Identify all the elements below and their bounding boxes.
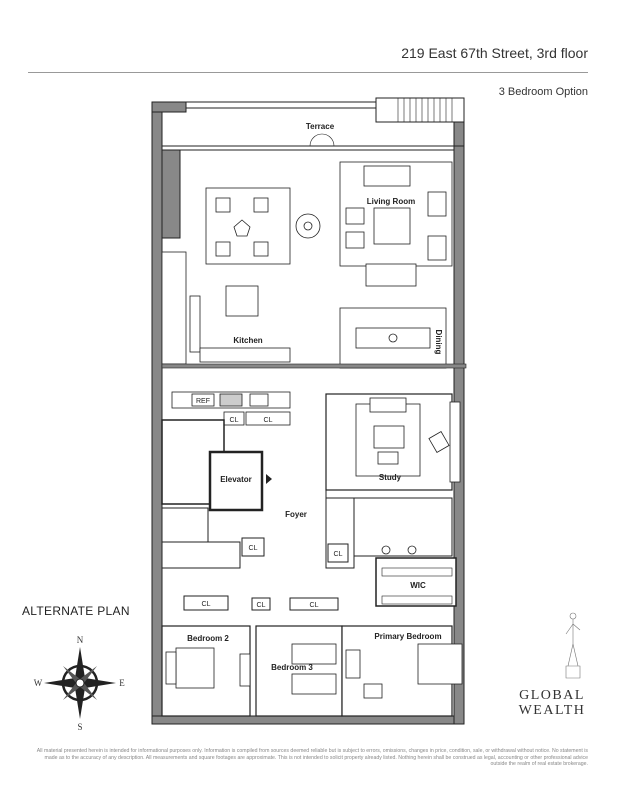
label-ref: REF (196, 398, 210, 405)
kitchen-counter: REF CL CL (171, 391, 291, 426)
room-label-dining: Dining (434, 330, 443, 355)
logo-line-2: WEALTH (518, 703, 586, 718)
room-label-primary-bedroom: Primary Bedroom (374, 632, 441, 641)
room-label-bedroom-3: Bedroom 3 (271, 663, 313, 672)
label-closet-7: CL (310, 602, 319, 609)
room-label-terrace: Terrace (306, 122, 335, 131)
label-closet-6: CL (257, 602, 266, 609)
core-zone: Elevator Foyer (161, 396, 327, 519)
brand-logo: GLOBAL WEALTH (512, 688, 592, 718)
room-label-wic: WIC (410, 581, 426, 590)
compass-west: W (34, 678, 43, 688)
compass-south: S (77, 722, 82, 732)
label-closet-2: CL (264, 417, 273, 424)
room-label-kitchen: Kitchen (233, 336, 262, 345)
room-label-foyer: Foyer (285, 510, 307, 519)
logo-line-1: GLOBAL (519, 688, 585, 703)
room-label-elevator: Elevator (220, 475, 252, 484)
compass-east: E (119, 678, 125, 688)
label-closet-1: CL (230, 417, 239, 424)
living-zone: Living Room Dining Kitchen (161, 149, 467, 369)
label-closet-5: CL (202, 601, 211, 608)
room-label-living-room: Living Room (367, 197, 415, 206)
terrace-area: Terrace (185, 97, 465, 147)
room-label-bedroom-2: Bedroom 2 (187, 634, 229, 643)
alternate-plan-label: ALTERNATE PLAN (22, 604, 130, 618)
label-closet-4: CL (334, 551, 343, 558)
legal-disclaimer: All material presented herein is intende… (36, 748, 588, 768)
compass-rose-icon: N S E W (34, 635, 126, 732)
listing-address: 219 East 67th Street, 3rd floor (401, 45, 588, 61)
header-divider (28, 72, 588, 73)
floor-plan: Terrace Living Room Dining Kitchen (151, 97, 467, 725)
bedroom-zone: CL CL CL Bedroom 2 Bedroom 3 Primary Bed… (161, 595, 463, 717)
room-label-study: Study (379, 473, 402, 482)
study-zone: Study (325, 393, 461, 491)
plan-option-label: 3 Bedroom Option (498, 86, 588, 98)
statue-sketch-icon (565, 612, 581, 679)
compass-north: N (77, 635, 84, 645)
mid-service-zone: CL CL WIC (161, 497, 457, 607)
label-closet-3: CL (249, 545, 258, 552)
